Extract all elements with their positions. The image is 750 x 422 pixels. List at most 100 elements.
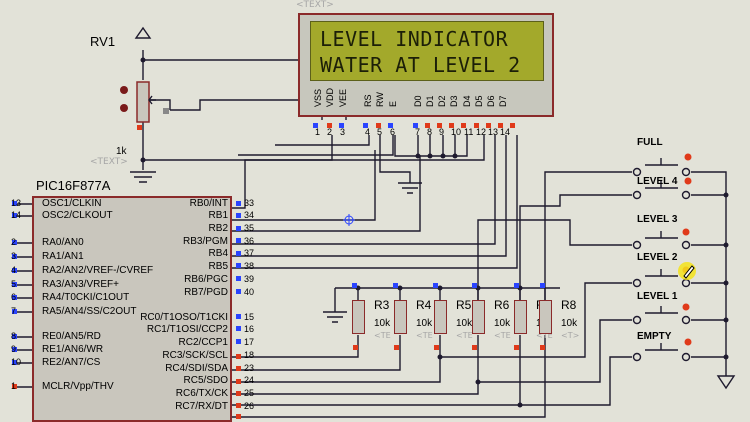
mcu-pin-label: RB7/PGD <box>184 287 228 298</box>
pot-template-label: <TEXT> <box>90 157 128 167</box>
mcu-pin-number: 7 <box>11 306 17 316</box>
mcu-pin-label: OSC1/CLKIN <box>42 198 102 209</box>
resistor-name: R8 <box>561 298 577 312</box>
mcu-pin-label: RC3/SCK/SCL <box>162 350 228 361</box>
mcu-pin-number: 33 <box>244 198 255 208</box>
resistor-template-label: <TE <box>494 331 511 340</box>
mcu-pin-number: 14 <box>11 210 22 220</box>
mcu-pin-number: 38 <box>244 261 255 271</box>
resistor-value: 10k <box>561 318 578 329</box>
lcd-pin-number: 7 <box>415 127 421 137</box>
mcu-pin-number: 6 <box>11 292 17 302</box>
mcu-pin-label: RC2/CCP1 <box>178 337 228 348</box>
mcu-pin-number: 15 <box>244 312 255 322</box>
lcd-pin-number: 6 <box>390 127 396 137</box>
lcd-pin-label: RW <box>375 92 385 107</box>
mcu-pin-label: RE2/AN7/CS <box>42 357 101 368</box>
resistor-name: R4 <box>416 298 432 312</box>
mcu-pin-label: RC7/RX/DT <box>175 401 228 412</box>
resistor-template-label: <TE <box>456 331 473 340</box>
resistor-name: R5 <box>456 298 472 312</box>
resistor-name: R6 <box>494 298 510 312</box>
mcu-pin-label: RE1/AN6/WR <box>42 344 104 355</box>
lcd-pin-number: 10 <box>451 127 462 137</box>
mcu-pin-number: 5 <box>11 279 17 289</box>
lcd-template-label: <TEXT> <box>296 0 334 10</box>
mcu-pin-label: RC4/SDI/SDA <box>165 363 228 374</box>
mcu-pin-label: RB1 <box>208 210 228 221</box>
mcu-pin-number: 34 <box>244 210 255 220</box>
resistor-template-label: <TE <box>416 331 433 340</box>
lcd-pin-number: 5 <box>377 127 383 137</box>
lcd-pin-label: D6 <box>486 95 496 107</box>
pointer-icon <box>683 265 695 279</box>
switch-label: FULL <box>637 137 663 148</box>
lcd-pin-label: VEE <box>338 88 348 107</box>
lcd-pin-label: D7 <box>498 95 508 107</box>
resistor-value: 10k <box>416 318 433 329</box>
mcu-pin-label: RA1/AN1 <box>42 251 84 262</box>
mcu-pin-number: 24 <box>244 375 255 385</box>
mcu-pin-label: OSC2/CLKOUT <box>42 210 113 221</box>
mcu-pin-label: RA2/AN2/VREF-/CVREF <box>42 265 154 276</box>
lcd-pin-number: 12 <box>476 127 487 137</box>
lcd-pin-number: 1 <box>315 127 321 137</box>
mcu-pin-number: 25 <box>244 388 255 398</box>
resistor-body[interactable] <box>539 300 552 334</box>
lcd-line-2: WATER AT LEVEL 2 <box>320 53 521 77</box>
mcu-pin-label: RB3/PGM <box>182 236 228 247</box>
mcu-pin-number: 16 <box>244 324 255 334</box>
mcu-pin-number: 4 <box>11 265 17 275</box>
lcd-pin-label: E <box>388 100 398 107</box>
mcu-pin-label: RB5 <box>208 261 228 272</box>
lcd-pin-label: D1 <box>425 95 435 107</box>
mcu-pin-number: 26 <box>244 401 255 411</box>
lcd-pin-number: 13 <box>488 127 499 137</box>
resistor-value: 10k <box>374 318 391 329</box>
mcu-chip[interactable] <box>32 196 232 422</box>
lcd-pin-label: D4 <box>462 95 472 107</box>
mcu-pin-label: RA0/AN0 <box>42 237 84 248</box>
mcu-pin-label: RC0/T1OSO/T1CKI <box>140 312 228 323</box>
switch-label: LEVEL 2 <box>637 252 678 263</box>
mcu-pin-label: RC1/T1OSI/CCP2 <box>146 324 228 335</box>
resistor-body[interactable] <box>472 300 485 334</box>
lcd-line-1: LEVEL INDICATOR <box>320 27 509 51</box>
lcd-pin-number: 11 <box>464 127 474 137</box>
mcu-pin-number: 39 <box>244 274 255 284</box>
mcu-pin-label: RC5/SDO <box>183 375 228 386</box>
mcu-pin-number: 18 <box>244 350 255 360</box>
switch-label: LEVEL 4 <box>637 176 678 187</box>
mcu-pin-number: 2 <box>11 237 17 247</box>
lcd-pin-label: D3 <box>449 95 459 107</box>
mcu-pin-number: 35 <box>244 223 255 233</box>
mcu-pin-number: 23 <box>244 363 255 373</box>
mcu-pin-number: 37 <box>244 248 255 258</box>
lcd-pin-label: D2 <box>437 95 447 107</box>
mcu-pin-label: MCLR/Vpp/THV <box>42 381 114 392</box>
mcu-pin-number: 1 <box>11 381 17 391</box>
lcd-pin-number: 3 <box>340 127 346 137</box>
mcu-pin-number: 36 <box>244 236 255 246</box>
resistor-body[interactable] <box>514 300 527 334</box>
lcd-screen <box>310 21 544 81</box>
mcu-pin-label: RB4 <box>208 248 228 259</box>
lcd-pin-label: RS <box>363 94 373 107</box>
mcu-pin-label: RC6/TX/CK <box>175 388 228 399</box>
lcd-pin-label: D5 <box>474 95 484 107</box>
resistor-body[interactable] <box>434 300 447 334</box>
resistor-value: 10k <box>456 318 473 329</box>
lcd-pin-number: 8 <box>427 127 433 137</box>
mcu-pin-label: RA5/AN4/SS/C2OUT <box>42 306 137 317</box>
lcd-pin-label: VDD <box>325 87 335 107</box>
mcu-pin-label: RB0/INT <box>189 198 228 209</box>
mcu-pin-number: 3 <box>11 251 17 261</box>
mcu-pin-label: RA4/T0CKI/C1OUT <box>42 292 130 303</box>
resistor-body[interactable] <box>394 300 407 334</box>
resistor-name: R3 <box>374 298 390 312</box>
mcu-pin-label: RE0/AN5/RD <box>42 331 101 342</box>
mcu-pin-label: RA3/AN3/VREF+ <box>42 279 119 290</box>
lcd-pin-label: VSS <box>313 88 323 107</box>
resistor-body[interactable] <box>352 300 365 334</box>
